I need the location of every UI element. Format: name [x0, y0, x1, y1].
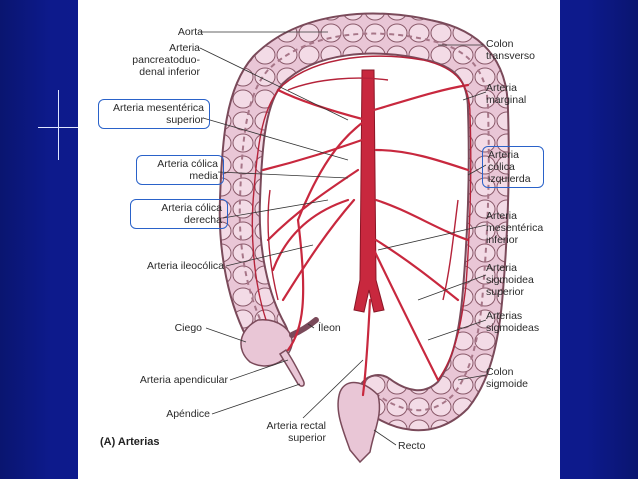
- ileum: [289, 317, 319, 338]
- rectum: [337, 381, 381, 464]
- label-arteria-rectal-superior: Arteria rectal superior: [266, 420, 326, 444]
- label-recto: Recto: [398, 440, 426, 452]
- crosshair-vertical: [58, 90, 59, 160]
- label-arteria-apendicular: Arteria apendicular: [139, 374, 228, 386]
- label-arteria-mesenterica-inferior: Arteria mesentérica inferior: [486, 210, 544, 246]
- label-arteria-sigmoidea-superior: Arteria sigmoidea superior: [486, 262, 534, 298]
- colon-fill: [220, 14, 508, 430]
- label-colon-transverso: Colon transverso: [486, 38, 536, 62]
- label-arteria-marginal: Arteria marginal: [486, 82, 527, 106]
- label-ileon: Íleon: [318, 322, 341, 334]
- artery-branches: [261, 83, 470, 397]
- diagram-panel: Aorta Arteria pancreatoduo- denal inferi…: [78, 0, 560, 479]
- label-arteria-colica-media: Arteria cólica media: [136, 155, 224, 185]
- label-ciego: Ciego: [174, 322, 202, 334]
- label-arteria-mesenterica-superior: Arteria mesentérica superior: [98, 99, 210, 129]
- leader-lines: [199, 31, 487, 446]
- label-colon-sigmoide: Colon sigmoide: [486, 366, 529, 390]
- label-apendice: Apéndice: [166, 408, 210, 420]
- label-arteria-ileocolica: Arteria ileocólica: [146, 260, 224, 272]
- crosshair-horizontal: [38, 127, 82, 128]
- label-aorta: Aorta: [177, 26, 203, 38]
- label-arteria-pancreatoduodenal: Arteria pancreatoduo- denal inferior: [132, 42, 200, 78]
- label-arterias-sigmoideas: Arterias sigmoideas: [486, 310, 540, 334]
- colon-artery-diagram: [199, 12, 510, 464]
- aorta-vessel: [353, 69, 385, 313]
- appendix: [278, 348, 305, 387]
- figure-caption: (A) Arterias: [100, 436, 160, 448]
- label-arteria-colica-derecha: Arteria cólica derecha: [130, 199, 228, 229]
- label-arteria-colica-izquierda: Arteria cólica izquierda: [482, 146, 544, 188]
